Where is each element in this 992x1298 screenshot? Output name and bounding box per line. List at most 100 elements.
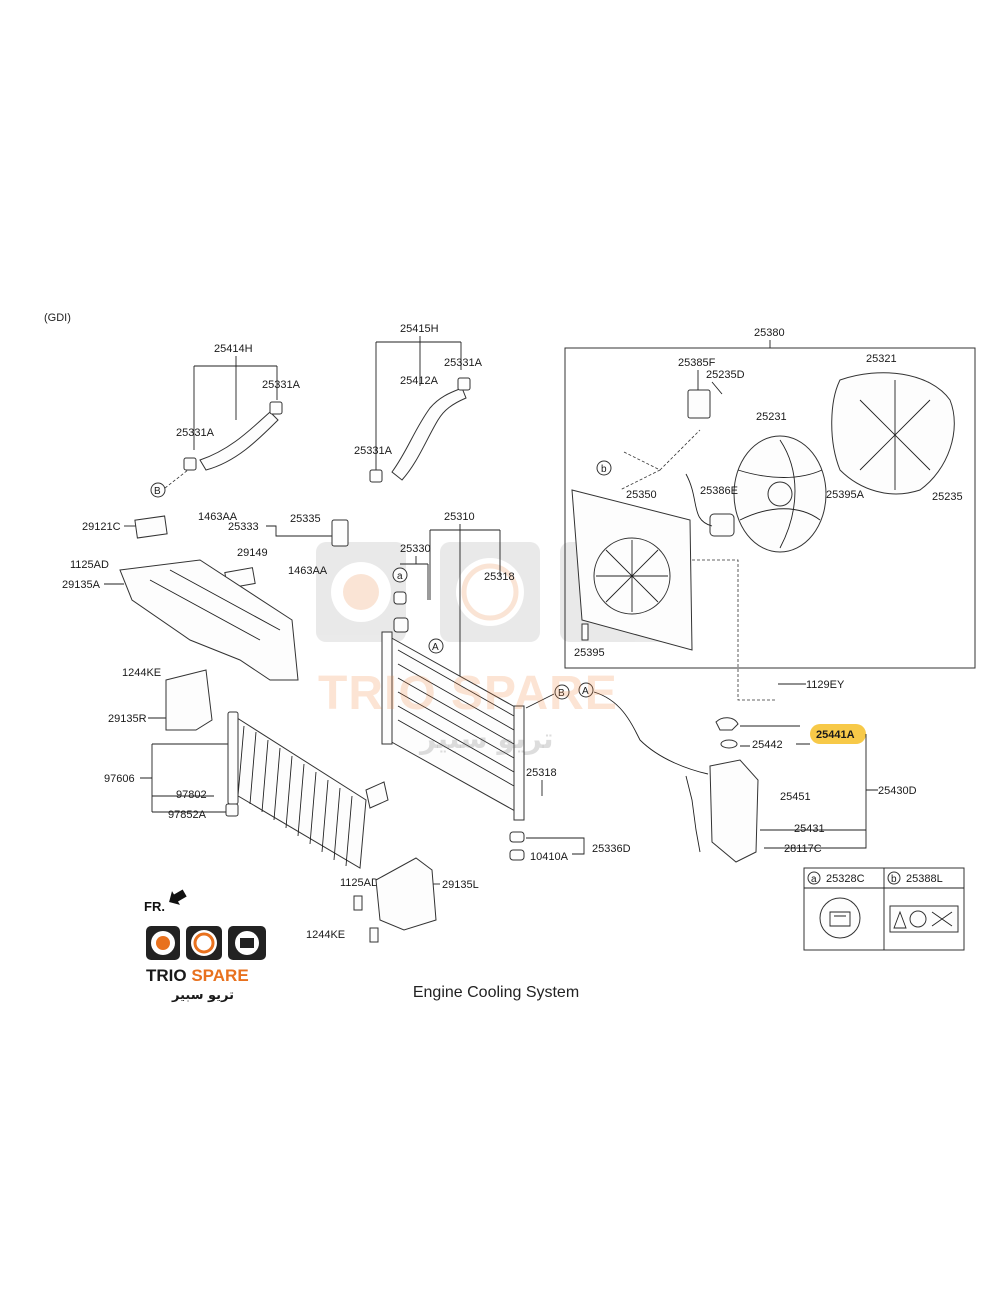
part-label-1463AA: 1463AA: [288, 565, 328, 577]
part-label-1463AA: 1463AA: [198, 511, 238, 523]
callout-a: a: [397, 571, 403, 582]
brand-logo-icons: [146, 926, 266, 960]
overflow-hose: [593, 691, 709, 775]
part-label-29135R: 29135R: [108, 713, 147, 725]
part-label-25318: 25318: [484, 571, 515, 583]
legend-callout-b: b: [891, 874, 897, 885]
receiver-drier: [227, 711, 239, 805]
upper-hose-group: 25414H 25331A 25331A B: [150, 343, 301, 498]
air-guard-left: [375, 857, 437, 931]
highlighted-part-badge: [810, 724, 866, 744]
leader-1129EY: [692, 559, 776, 701]
hose-clamp: [269, 401, 283, 415]
part-label-1125AD: 1125AD: [70, 559, 109, 571]
condenser-group: 97606 97802 97852A: [104, 711, 389, 869]
fan-assembly-group: 25380 25385F 25235D 25321 25231 25386E 2…: [564, 327, 976, 669]
part-label-25414H: 25414H: [214, 343, 253, 355]
radiator-group: 25310 25330 a 25318 A B 25318 10410A 253…: [381, 511, 631, 863]
brand-name-arabic: تريو سبير: [172, 988, 235, 1003]
part-label-29135L: 29135L: [442, 879, 479, 891]
front-arrow-icon: [169, 889, 187, 905]
air-guard-plate: [134, 515, 168, 539]
part-label-25386E: 25386E: [700, 485, 738, 497]
part-label-25380: 25380: [754, 327, 785, 339]
part-label-25441A: 25441A: [816, 729, 855, 741]
part-label-10410A: 10410A: [530, 851, 569, 863]
hose-clamp: [369, 469, 383, 483]
part-label-29149: 29149: [237, 547, 268, 559]
fan-assembly-box: [564, 347, 976, 669]
legend-box: a 25328C b 25388L: [803, 867, 965, 951]
part-label-25318: 25318: [526, 767, 557, 779]
part-label-25336D: 25336D: [592, 843, 631, 855]
part-label-25331A: 25331A: [444, 357, 483, 369]
reservoir-group: A 25441A 25442 25451 25430D 25431 28117C: [578, 682, 917, 863]
callout-A: A: [582, 686, 589, 697]
part-label-25395: 25395: [574, 647, 605, 659]
upper-radiator-hose: [199, 411, 279, 471]
hose-clamp: [457, 377, 471, 391]
legend-callout-a: a: [811, 874, 817, 885]
part-label-25321: 25321: [866, 353, 897, 365]
part-label-25335: 25335: [290, 513, 321, 525]
part-label-25395A: 25395A: [826, 489, 865, 501]
watermark-brand-text: TRIO SPARE: [318, 667, 618, 720]
part-label-1129EY: 1129EY: [806, 679, 845, 691]
coolant-reservoir: [709, 759, 759, 863]
front-marker-label: FR.: [144, 899, 165, 914]
diagram-caption: Engine Cooling System: [412, 984, 580, 1001]
part-label-25412A: 25412A: [400, 375, 439, 387]
part-label-1244KE: 1244KE: [306, 929, 345, 941]
radiator-tank-left: [381, 631, 393, 745]
radiator-tank-right: [513, 705, 525, 821]
part-label-25451: 25451: [780, 791, 811, 803]
lower-bracket-group: 1125AD 29135L 1244KE: [306, 857, 479, 943]
level-sensor-hose: [685, 775, 701, 853]
hose-clamp: [183, 457, 197, 471]
watermark-brand-arabic: تريو سبير: [420, 722, 554, 755]
callout-B: B: [154, 486, 161, 497]
part-label-28117C: 28117C: [784, 843, 822, 855]
part-label-97802: 97802: [176, 789, 207, 801]
part-label-29135A: 29135A: [62, 579, 101, 591]
engine-variant-label: (GDI): [44, 312, 71, 324]
part-label-97852A: 97852A: [168, 809, 207, 821]
callout-A: A: [432, 642, 439, 653]
fan-resistor: [687, 389, 711, 419]
part-label-25331A: 25331A: [176, 427, 215, 439]
air-guard-upper: [119, 559, 299, 681]
lower-radiator-hose: [391, 387, 467, 481]
part-label-1125AD: 1125AD: [340, 877, 379, 889]
part-label-1244KE: 1244KE: [122, 667, 161, 679]
part-label-25235D: 25235D: [706, 369, 745, 381]
part-label-25231: 25231: [756, 411, 787, 423]
part-label-25415H: 25415H: [400, 323, 439, 335]
legend-code-b: 25388L: [906, 873, 943, 885]
part-label-25310: 25310: [444, 511, 475, 523]
part-label-97606: 97606: [104, 773, 135, 785]
part-label-25331A: 25331A: [354, 445, 393, 457]
condenser-core: [227, 715, 367, 869]
air-guard-right: [165, 669, 213, 731]
callout-b: b: [601, 464, 607, 475]
fan-motor: [709, 513, 735, 537]
part-label-25330: 25330: [400, 543, 431, 555]
part-label-25350: 25350: [626, 489, 657, 501]
reservoir-cap: [715, 717, 739, 731]
part-label-25385F: 25385F: [678, 357, 716, 369]
part-label-25331A: 25331A: [262, 379, 301, 391]
legend-code-a: 25328C: [826, 873, 865, 885]
part-label-25442: 25442: [752, 739, 783, 751]
caution-label-icon: [819, 897, 861, 939]
left-bracket-group: 1463AA 29121C 25333 25335 29149 1463AA 1…: [62, 511, 349, 731]
part-label-25431: 25431: [794, 823, 825, 835]
part-label-25235: 25235: [932, 491, 963, 503]
lower-hose-group: 25415H 25331A 25412A 25331A: [354, 323, 483, 483]
callout-B: B: [558, 688, 565, 699]
brand-name: TRIO SPARE: [146, 966, 249, 985]
part-label-25333: 25333: [228, 521, 259, 533]
part-label-29121C: 29121C: [82, 521, 121, 533]
part-label-25430D: 25430D: [878, 785, 917, 797]
radiator-cap: [393, 617, 409, 633]
